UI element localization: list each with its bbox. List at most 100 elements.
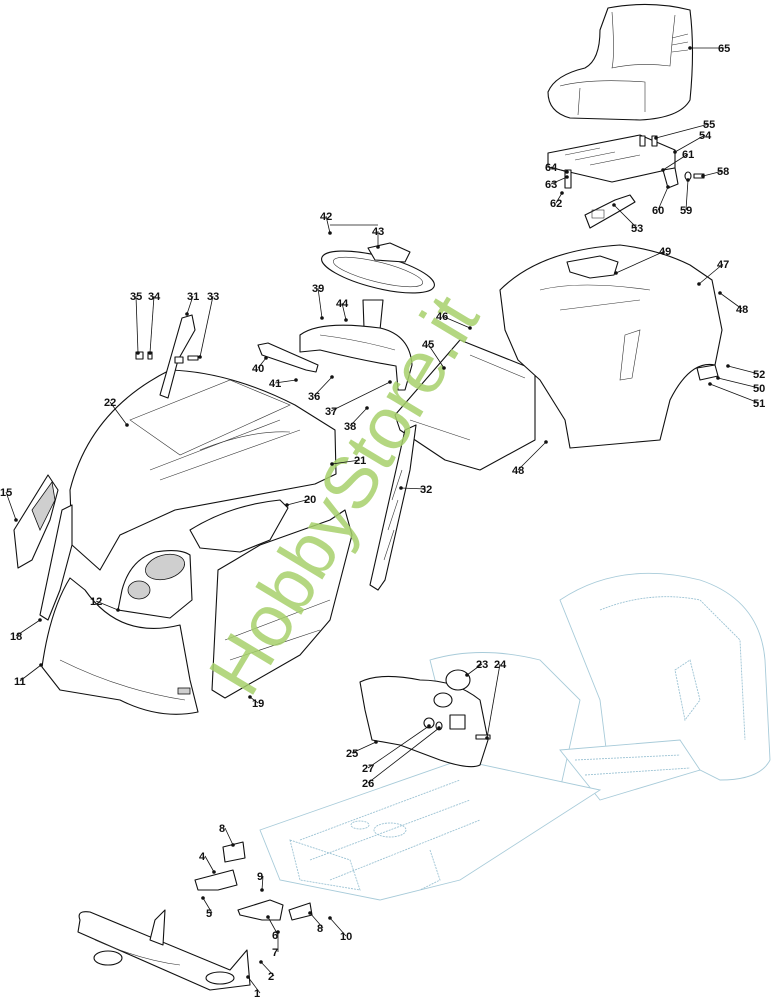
part-number-label: 65 (718, 43, 730, 55)
part-number-label: 21 (354, 455, 366, 467)
anchor-dot (726, 364, 730, 368)
callout-nut: 35 (130, 291, 142, 355)
headlight-unit-part (117, 549, 193, 619)
leader-line (313, 376, 333, 397)
anchor-dot (201, 896, 205, 900)
part-number-label: 34 (148, 291, 161, 303)
callout-nut: 61 (661, 149, 694, 172)
callout-cup-holder: 49 (614, 246, 671, 275)
anchor-dot (320, 316, 324, 320)
leader-line (717, 377, 760, 389)
part-number-label: 48 (512, 465, 524, 477)
callout-bracket: 60 (652, 185, 670, 217)
part-number-label: 12 (90, 596, 102, 608)
side-grille-part (369, 424, 417, 591)
part-number-label: 27 (362, 763, 374, 775)
anchor-dot (248, 695, 252, 699)
anchor-dot (328, 231, 332, 235)
part-number-label: 9 (257, 871, 263, 883)
nut-part (135, 351, 144, 360)
callout-screw: 58 (701, 166, 729, 178)
anchor-dot (38, 618, 42, 622)
leader-line (186, 295, 194, 315)
callout-seat-switch: 53 (612, 203, 643, 235)
part-number-label: 40 (252, 363, 264, 375)
anchor-dot (399, 486, 403, 490)
dashboard-part (299, 324, 413, 391)
part-number-label: 19 (252, 698, 264, 710)
callout-screw: 52 (726, 364, 765, 381)
leader-line (331, 459, 361, 465)
part-number-label: 41 (269, 378, 281, 390)
callout-plate: 8 (219, 823, 235, 847)
rear-fender-part (499, 244, 723, 449)
anchor-dot (246, 975, 250, 979)
leader-line (325, 215, 331, 234)
callout-hood-hinge: 31 (185, 291, 199, 316)
part-number-label: 46 (436, 311, 448, 323)
anchor-dot (437, 726, 441, 730)
leader-line (517, 441, 547, 471)
anchor-dot (308, 911, 312, 915)
callout-nut: 9 (257, 871, 264, 892)
anchor-dot (294, 378, 298, 382)
callout-grommet: 27 (362, 724, 431, 775)
anchor-dot (427, 724, 431, 728)
anchor-dot (388, 380, 392, 384)
anchor-dot (185, 312, 189, 316)
callout-hood-side: 21 (330, 455, 366, 467)
plate-part-lower (288, 902, 313, 921)
callout-screw: 5 (201, 896, 213, 920)
leader-line (662, 153, 689, 171)
leader-line (135, 295, 139, 354)
part-number-label: 36 (308, 391, 320, 403)
leader-line (15, 619, 41, 637)
anchor-dot (136, 351, 140, 355)
callout-nut: 38 (344, 406, 369, 433)
part-number-label: 31 (187, 291, 199, 303)
part-number-label: 4 (199, 851, 206, 863)
anchor-dot (14, 518, 18, 522)
part-number-label: 43 (372, 226, 384, 238)
anchor-dot (565, 170, 569, 174)
callout-clip: 39 (312, 283, 324, 320)
part-number-label: 49 (659, 246, 671, 258)
callout-fuel-cap: 46 (436, 311, 472, 330)
part-number-label: 63 (545, 179, 557, 191)
part-number-label: 44 (336, 298, 349, 310)
inner-shroud-part (189, 499, 289, 553)
callout-washer: 64 (545, 162, 569, 174)
callout-fuel-tank-cap: 23 (465, 659, 488, 677)
leader-line (274, 379, 297, 384)
anchor-dot (266, 915, 270, 919)
leader-line (204, 855, 215, 873)
anchor-dot (198, 355, 202, 359)
callout-screw: 41 (269, 378, 298, 390)
leader-line (698, 263, 724, 285)
anchor-dot (212, 870, 216, 874)
part-number-label: 2 (268, 971, 274, 983)
leader-line (615, 250, 666, 274)
callout-screw: 48 (718, 291, 748, 316)
callout-steering-wheel-kit: 42 (320, 211, 332, 235)
callout-bushing: 34 (148, 291, 161, 355)
anchor-dot (701, 174, 705, 178)
callout-nut: 10 (328, 916, 352, 943)
callout-spring-washer: 63 (545, 175, 569, 191)
callout-screw: 48 (512, 440, 548, 477)
part-number-label: 62 (550, 198, 562, 210)
lever-cover-part (257, 342, 319, 373)
leader-line (247, 976, 261, 994)
leader-line (685, 179, 689, 211)
anchor-dot (116, 608, 120, 612)
part-number-label: 8 (219, 823, 225, 835)
part-number-label: 37 (325, 406, 337, 418)
callout-pin: 44 (336, 298, 349, 322)
callout-seat: 65 (688, 43, 730, 55)
part-number-label: 53 (631, 223, 643, 235)
anchor-dot (344, 318, 348, 322)
anchor-dot (328, 916, 332, 920)
callout-bracket: 50 (716, 376, 765, 395)
seat-plate-part (547, 134, 705, 189)
